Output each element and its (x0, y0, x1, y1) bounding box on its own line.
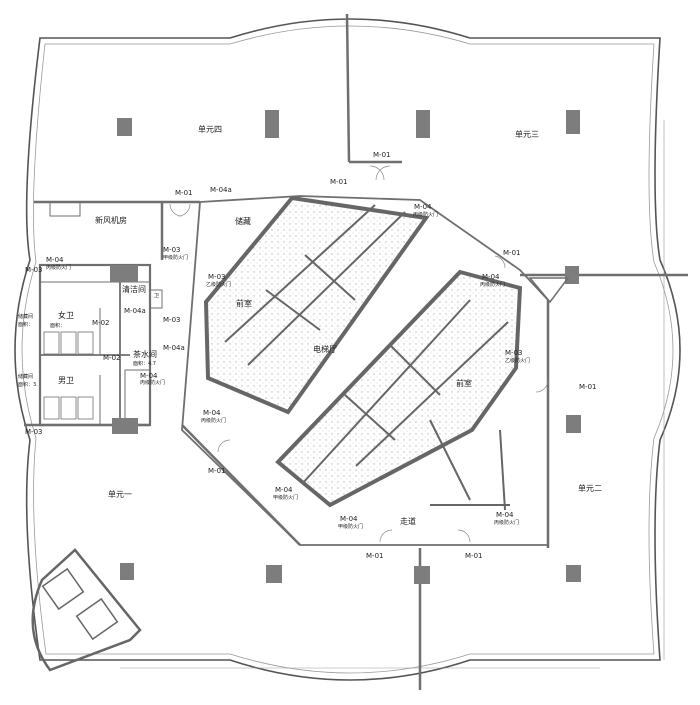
small-wc-label: 卫 (154, 293, 159, 299)
column (117, 118, 132, 136)
door-m04: M-04 (46, 256, 64, 264)
door-swings (169, 165, 549, 543)
female-wc-label: 女卫 (58, 310, 74, 320)
column (266, 565, 282, 583)
column (416, 110, 430, 138)
door-m04-rating: 丙级防火门 (46, 264, 71, 271)
male-wc-label: 男卫 (58, 376, 74, 385)
door-labels: M-01 M-01 M-01 M-01 M-01 M-01 M-01 M-01 … (25, 151, 596, 560)
door-m03: M-03 (25, 428, 42, 436)
unit-one-label: 单元一 (108, 489, 132, 499)
storage-room-2-area: 面积：3. (18, 381, 38, 388)
column (414, 566, 430, 584)
door-m04-rating: 丙级防火门 (201, 417, 226, 424)
storage-label: 储藏 (235, 216, 251, 226)
door-m04: M-04 (275, 486, 293, 494)
female-wc-area: 面积： (50, 322, 65, 329)
fresh-air-room-label: 新风机房 (95, 215, 127, 225)
column (112, 418, 138, 434)
tea-room-label: 茶水间 (133, 349, 157, 359)
door-m03: M-03 (505, 349, 522, 357)
door-m01: M-01 (175, 189, 192, 197)
door-m04-rating: 丙级防火门 (480, 281, 505, 288)
door-m03-rating: 甲级防火门 (163, 254, 188, 261)
column (265, 110, 279, 138)
room-labels: 新风机房 储藏 电梯厅 走道 女卫 面积： 男卫 茶水间 面积：4.7 清洁间 … (18, 215, 472, 526)
door-m02: M-02 (92, 319, 109, 327)
outer-facade (14, 18, 681, 681)
door-m04: M-04 (140, 372, 158, 380)
door-m01: M-01 (373, 151, 390, 159)
door-m01: M-01 (330, 178, 347, 186)
front-room-left-label: 前室 (236, 298, 252, 308)
unit-partitions (24, 13, 688, 690)
door-m04-rating: 丙级防火门 (413, 211, 438, 218)
door-m01: M-01 (208, 467, 225, 475)
core-outline (181, 195, 549, 546)
inner-facade (21, 25, 674, 674)
door-m04: M-04 (203, 409, 221, 417)
door-m04a: M-04a (210, 186, 232, 194)
corridor-label: 走道 (400, 516, 416, 526)
door-m01: M-01 (465, 552, 482, 560)
door-m01: M-01 (579, 383, 596, 391)
storage-room-1-area: 面积： (18, 321, 33, 328)
column (566, 110, 580, 134)
tea-room-area: 面积：4.7 (133, 360, 156, 367)
unit-labels: 单元四 单元三 单元二 单元一 (108, 124, 602, 499)
door-m03: M-03 (208, 273, 225, 281)
curved-stair (31, 548, 142, 672)
door-m04-rating: 丙级防火门 (494, 519, 519, 526)
cleaning-room-label: 清洁间 (122, 284, 146, 294)
column (120, 563, 134, 580)
storage-room-1-label: 储藏间 (18, 313, 33, 320)
column (566, 565, 581, 582)
elevator-hall-label: 电梯厅 (313, 344, 337, 354)
door-m03: M-03 (163, 246, 180, 254)
door-m01: M-01 (366, 552, 383, 560)
door-m02: M-02 (103, 354, 120, 362)
unit-four-label: 单元四 (198, 124, 222, 134)
storage-room-2-label: 储藏间 (18, 373, 33, 380)
door-m04-rating: 甲级防火门 (273, 494, 298, 501)
front-room-right-label: 前室 (456, 378, 472, 388)
door-m04-rating: 丙级防火门 (140, 379, 165, 386)
door-m03: M-03 (163, 316, 180, 324)
column (110, 265, 138, 282)
columns (110, 110, 581, 584)
door-m04: M-04 (414, 203, 432, 211)
lower-core-block (275, 269, 523, 511)
column (565, 266, 579, 284)
corner-shaft (528, 277, 570, 304)
door-m04: M-04 (340, 515, 358, 523)
door-m04-rating: 甲级防火门 (338, 523, 363, 530)
door-m04: M-04 (496, 511, 514, 519)
upper-core-block (203, 195, 430, 415)
door-m01: M-01 (503, 249, 520, 257)
column (566, 415, 581, 433)
door-m04a: M-04a (124, 307, 146, 315)
door-m04a: M-04a (163, 344, 185, 352)
door-m04: M-04 (482, 273, 500, 281)
unit-two-label: 单元二 (578, 483, 602, 493)
unit-three-label: 单元三 (515, 129, 539, 139)
door-m03-rating: 乙级防火门 (206, 281, 231, 288)
door-m03: M-03 (25, 266, 42, 274)
door-m03-rating: 乙级防火门 (505, 357, 530, 364)
